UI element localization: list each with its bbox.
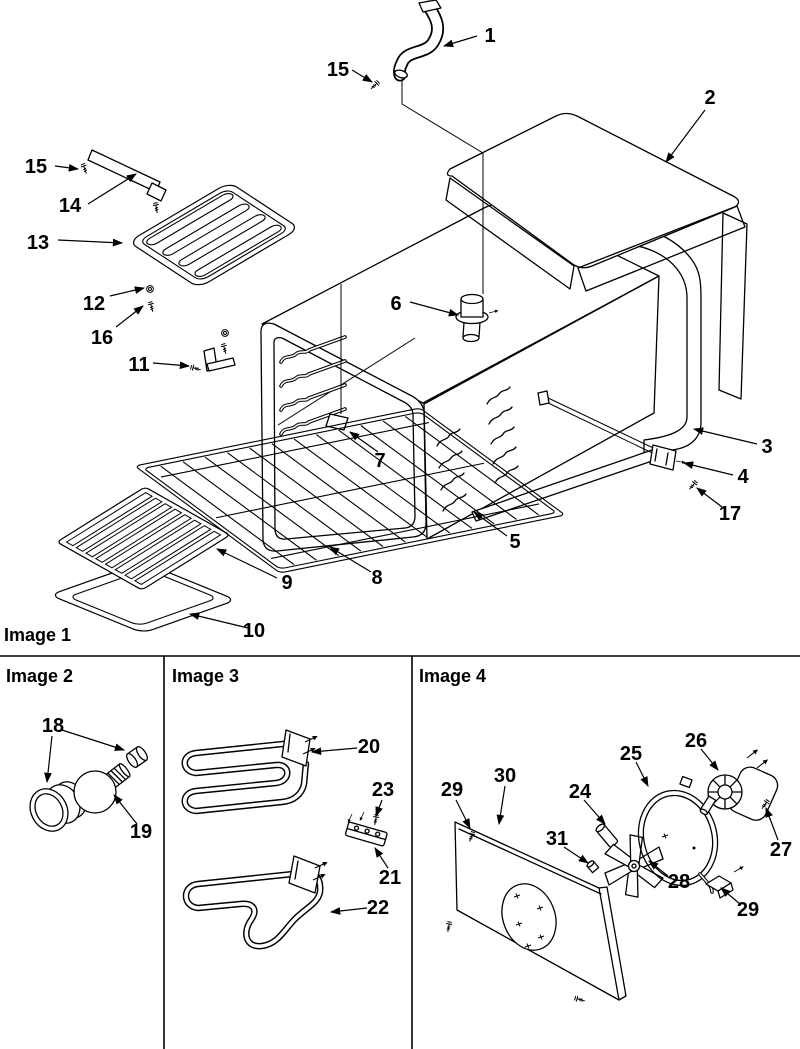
callout-19: 19 — [130, 821, 152, 843]
fan-blade — [604, 834, 664, 898]
terminal-block — [344, 810, 388, 847]
rear-panel — [444, 821, 627, 1005]
callout-6: 6 — [390, 293, 401, 315]
callout-25: 25 — [620, 743, 642, 765]
callout-4: 4 — [737, 466, 749, 488]
callout-22: 22 — [367, 897, 389, 919]
callout-2: 2 — [704, 87, 715, 109]
section-label-image4: Image 4 — [419, 666, 486, 686]
leader-lines-image1 — [54, 35, 758, 629]
broil-element — [181, 729, 320, 815]
callout-20: 20 — [358, 736, 380, 758]
callout-15b: 15 — [25, 156, 47, 178]
callout-17: 17 — [719, 503, 741, 525]
fan-nut — [586, 860, 600, 874]
callout-16: 16 — [91, 327, 113, 349]
light-lens-cover — [29, 788, 69, 832]
callout-5: 5 — [509, 531, 520, 553]
oven-rack — [135, 408, 565, 573]
callout-28: 28 — [668, 871, 690, 893]
light-bulb — [73, 763, 131, 814]
section-image1: 1 15 2 15 14 13 12 16 11 6 7 3 4 17 5 8 … — [4, 0, 773, 645]
section-image3: 20 23 21 22 Image 3 — [172, 666, 401, 950]
callout-29b: 29 — [737, 899, 759, 921]
callout-18: 18 — [42, 715, 64, 737]
callout-8: 8 — [371, 567, 382, 589]
callout-26: 26 — [685, 730, 707, 752]
section-label-image3: Image 3 — [172, 666, 239, 686]
callout-29a: 29 — [441, 779, 463, 801]
bake-element — [182, 855, 330, 950]
callout-12: 12 — [83, 293, 105, 315]
convection-motor — [699, 746, 779, 821]
callout-30: 30 — [494, 765, 516, 787]
callout-27: 27 — [770, 839, 792, 861]
section-label-image1: Image 1 — [4, 625, 71, 645]
callout-1: 1 — [484, 25, 495, 47]
callout-10: 10 — [243, 620, 265, 642]
callout-24: 24 — [569, 781, 592, 803]
tube-to-sensor-line — [401, 80, 484, 294]
fan-shaft — [595, 823, 619, 848]
callout-9: 9 — [281, 572, 292, 594]
callout-14: 14 — [59, 195, 82, 217]
cavity-interior-corner-line — [277, 337, 416, 426]
cavity-front-frame-outer — [260, 322, 427, 552]
side-rod-and-bracket — [537, 390, 699, 492]
callout-3: 3 — [761, 436, 772, 458]
callout-23: 23 — [372, 779, 394, 801]
section-image2: 18 19 Image 2 — [6, 666, 152, 843]
section-label-image2: Image 2 — [6, 666, 73, 686]
callout-7: 7 — [374, 450, 385, 472]
leader-lines-image3 — [310, 747, 389, 915]
convection-ring-element — [637, 775, 719, 894]
support-clip — [189, 347, 236, 374]
callout-31: 31 — [546, 828, 568, 850]
cavity-front-frame-inner — [273, 337, 416, 540]
section-image4: 29 30 24 31 25 26 27 28 29 Image 4 — [419, 666, 792, 1005]
leader-lines-image4 — [455, 748, 779, 905]
top-vent-panel — [129, 182, 300, 288]
vent-bracket — [79, 149, 167, 214]
vent-tube — [392, 0, 445, 82]
callout-13: 13 — [27, 232, 49, 254]
callout-11: 11 — [128, 354, 149, 376]
insulation-blanket — [445, 112, 748, 400]
broiler-insert — [57, 487, 230, 590]
leader-lines-image2 — [44, 729, 138, 825]
oven-sensor — [455, 293, 500, 343]
callout-21: 21 — [379, 867, 401, 889]
callout-15a: 15 — [327, 59, 349, 81]
light-socket-ring — [126, 746, 148, 768]
